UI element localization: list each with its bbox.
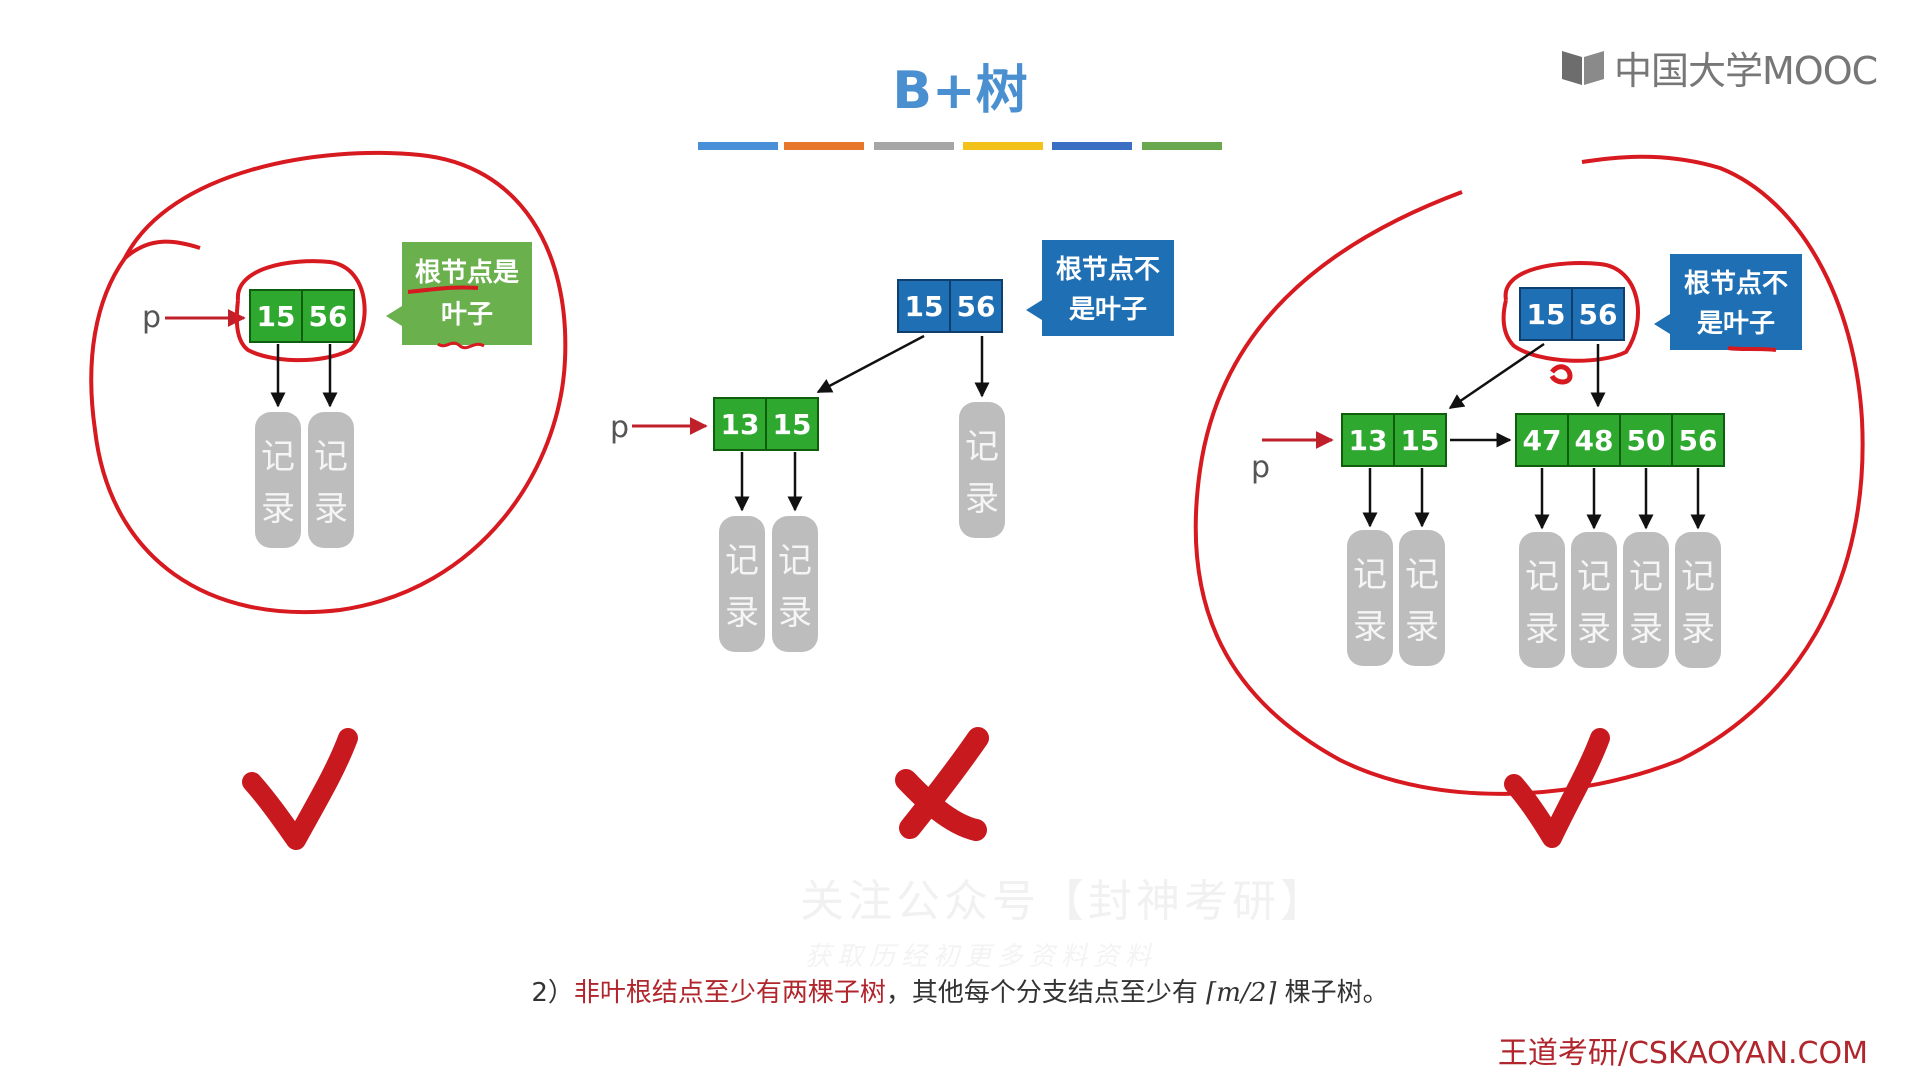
key-cell: 56 <box>1679 424 1718 457</box>
color-bar-darkblue <box>1052 142 1132 150</box>
record: 记 录 <box>1347 530 1393 666</box>
color-bar-green <box>1142 142 1222 150</box>
callout-root-not-leaf: 根节点不 是叶子 <box>1654 254 1802 350</box>
leaf-node: 13 15 <box>713 397 819 451</box>
key-cell: 56 <box>1579 298 1618 331</box>
record: 记 录 <box>719 516 765 652</box>
callout-line1: 根节点不 <box>1684 268 1788 299</box>
caption-middle: ，其他每个分支结点至少有 <box>885 978 1207 1008</box>
svg-text:记: 记 <box>1681 557 1715 597</box>
key-cell: 47 <box>1523 424 1562 457</box>
key-cell: 15 <box>1401 424 1440 457</box>
annotation-circle-root-3 <box>1501 261 1640 363</box>
root-node: 15 56 <box>897 279 1003 333</box>
caption-suffix: 棵子树。 <box>1276 978 1389 1008</box>
record: 记 录 <box>959 402 1005 538</box>
color-bar <box>698 142 1222 150</box>
key-cell: 50 <box>1627 424 1666 457</box>
svg-text:录: 录 <box>261 489 295 529</box>
svg-text:记: 记 <box>778 541 812 581</box>
record: 记 录 <box>1571 532 1617 668</box>
caption-prefix: 2） <box>531 978 574 1008</box>
svg-text:记: 记 <box>725 541 759 581</box>
svg-text:录: 录 <box>778 593 812 633</box>
record: 记 录 <box>1519 532 1565 668</box>
watermark-line2: 获取历经初更多资料资料 <box>805 942 1158 972</box>
check-mark-icon <box>1504 728 1610 848</box>
svg-text:录: 录 <box>725 593 759 633</box>
pointer-label: p <box>142 300 161 335</box>
key-cell: 15 <box>1527 298 1566 331</box>
key-cell: 15 <box>773 408 812 441</box>
svg-text:录: 录 <box>965 479 999 519</box>
svg-text:记: 记 <box>1577 557 1611 597</box>
leaf-node: 13 15 <box>1341 413 1447 467</box>
watermark-line1: 关注公众号【封神考研】 <box>800 876 1328 927</box>
svg-text:录: 录 <box>1681 609 1715 649</box>
svg-text:记: 记 <box>261 437 295 477</box>
key-cell: 56 <box>309 300 348 333</box>
record: 记 录 <box>1675 532 1721 668</box>
record: 记 录 <box>1399 530 1445 666</box>
rule-caption: 2）非叶根结点至少有两棵子树，其他每个分支结点至少有 ⌈m/2⌉ 棵子树。 <box>0 972 1920 1009</box>
diagram-3: 15 56 根节点不 是叶子 p 13 15 <box>1193 154 1865 848</box>
record: 记 录 <box>772 516 818 652</box>
annotation-circle-1 <box>89 150 568 615</box>
svg-text:记: 记 <box>1405 555 1439 595</box>
svg-text:记: 记 <box>314 437 348 477</box>
color-bar-gray <box>874 142 954 150</box>
brand-footer: 王道考研/CSKAOYAN.COM <box>1497 1036 1868 1071</box>
callout-line2: 是叶子 <box>1697 309 1775 339</box>
callout-line1: 根节点不 <box>1056 254 1160 285</box>
callout-line1: 根节点是 <box>415 257 519 288</box>
annotation-circle-root-1 <box>234 259 367 363</box>
svg-text:记: 记 <box>1353 555 1387 595</box>
key-cell: 48 <box>1575 424 1614 457</box>
pointer-label: p <box>610 410 629 445</box>
svg-text:录: 录 <box>1525 609 1559 649</box>
key-cell: 15 <box>905 290 944 323</box>
diagram-2: 15 56 根节点不 是叶子 p 13 15 记 录 <box>610 240 1174 841</box>
svg-text:录: 录 <box>1405 607 1439 647</box>
mooc-logo: 中国大学MOOC <box>1560 42 1878 93</box>
svg-text:录: 录 <box>314 489 348 529</box>
key-cell: 15 <box>257 300 296 333</box>
svg-text:记: 记 <box>1629 557 1663 597</box>
annotation-circle-3 <box>1193 154 1865 796</box>
svg-text:录: 录 <box>1577 609 1611 649</box>
mooc-book-icon <box>1560 47 1606 87</box>
key-cell: 13 <box>721 408 760 441</box>
pointer-label: p <box>1251 450 1270 485</box>
svg-text:记: 记 <box>1525 557 1559 597</box>
key-cell: 13 <box>1349 424 1388 457</box>
diagram-1: p 15 56 记 录 记 录 根节点是 叶子 <box>89 150 568 850</box>
callout-root-is-leaf: 根节点是 叶子 <box>386 242 532 345</box>
caption-math: ⌈m/2⌉ <box>1206 978 1277 1008</box>
color-bar-blue <box>698 142 778 150</box>
record: 记 录 <box>308 412 354 548</box>
callout-root-not-leaf: 根节点不 是叶子 <box>1026 240 1174 336</box>
svg-text:录: 录 <box>1629 609 1663 649</box>
svg-text:录: 录 <box>1353 607 1387 647</box>
caption-highlight: 非叶根结点至少有两棵子树 <box>573 978 886 1008</box>
callout-line2: 是叶子 <box>1069 295 1147 325</box>
svg-text:记: 记 <box>965 427 999 467</box>
callout-line2: 叶子 <box>441 300 493 330</box>
key-cell: 56 <box>957 290 996 323</box>
root-leaf-node: 15 56 <box>249 289 355 343</box>
logo-text: 中国大学MOOC <box>1614 48 1878 93</box>
root-node: 15 56 <box>1519 287 1625 341</box>
check-mark-icon <box>242 728 358 850</box>
record: 记 录 <box>1623 532 1669 668</box>
color-bar-yellow <box>963 142 1043 150</box>
color-bar-orange <box>784 142 864 150</box>
record: 记 录 <box>255 412 301 548</box>
leaf-node: 47 48 50 56 <box>1515 413 1725 467</box>
slide-title: B+树 <box>892 61 1028 121</box>
cross-mark-icon <box>895 727 989 841</box>
